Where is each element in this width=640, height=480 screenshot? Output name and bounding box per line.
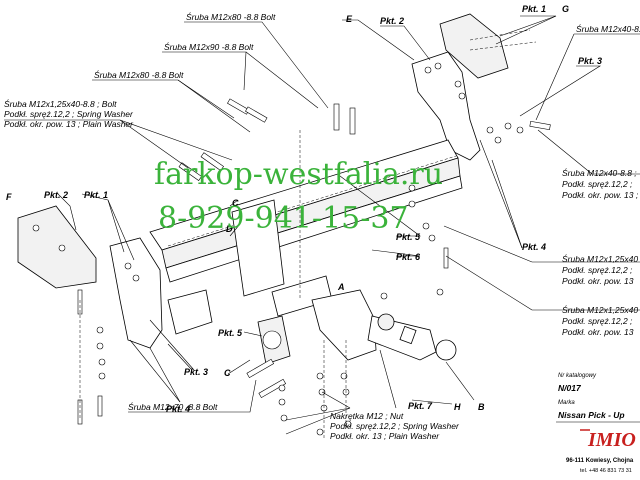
pkt7: Pkt. 7 bbox=[408, 401, 433, 411]
pkt5-mid: Pkt. 5 bbox=[396, 232, 421, 242]
label-bolt-right2-1: Śruba M12x1,25x40 bbox=[562, 253, 638, 264]
pkt3-left: Pkt. 3 bbox=[184, 367, 208, 377]
label-bolt-left-3: Podkł. okr. pow. 13 ; Plain Washer bbox=[4, 119, 134, 129]
socket-plate bbox=[257, 315, 291, 365]
letter-a: A bbox=[337, 282, 345, 292]
label-bolt-right3-1: Śruba M12x1,25x40 bbox=[562, 304, 638, 315]
catalog-number: N/017 bbox=[558, 383, 582, 393]
title-block: Nr katalogowy N/017 Marka Nissan Pick - … bbox=[556, 373, 640, 474]
label-nut: Nakrętka M12 ; Nut bbox=[330, 411, 404, 421]
label-bolt-right1-1: Śruba M12x40-8.8 ; bbox=[562, 167, 637, 178]
letter-c-top: C bbox=[232, 198, 239, 208]
label-bolt-right1-2: Podkł. spręż.12,2 ; bbox=[562, 179, 633, 189]
ball-mount bbox=[311, 289, 457, 361]
pkt4-right: Pkt. 4 bbox=[522, 242, 546, 252]
label-bolt-right3-3: Podkł. okr. pow. 13 bbox=[562, 327, 634, 337]
label-bolt-right2-2: Podkł. spręż.12,2 ; bbox=[562, 265, 633, 275]
label-nut-plain-washer: Podkł. okr. 13 ; Plain Washer bbox=[330, 431, 440, 441]
watermark-phone: 8-929-941-15-37 bbox=[158, 201, 409, 236]
watermark: farkop-westfalia.ru 8-929-941-15-37 bbox=[154, 157, 443, 236]
letter-g: G bbox=[562, 4, 569, 14]
label-bolt-right2-3: Podkł. okr. pow. 13 bbox=[562, 276, 634, 286]
label-nut-spring-washer: Podkł. spręż.12,2 ; Spring Washer bbox=[330, 421, 460, 431]
brand-label: Marka bbox=[558, 400, 575, 406]
part-labels: Śruba M12x80 -8.8 Bolt Śruba M12x90 -8.8… bbox=[4, 11, 640, 441]
catalog-number-label: Nr katalogowy bbox=[558, 373, 597, 379]
pkt2-top: Pkt. 2 bbox=[380, 16, 404, 26]
imio-logo: IMIO bbox=[587, 429, 636, 451]
label-bolt-top-right: Śruba M12x40-8. bbox=[576, 23, 640, 34]
label-bolt-right1-3: Podkł. okr. pow. 13 ; Plai bbox=[562, 190, 640, 200]
company-address: 96-111 Kowiesy, Chojna bbox=[566, 458, 634, 464]
letter-d: D bbox=[226, 224, 233, 234]
pkt3-right: Pkt. 3 bbox=[578, 56, 602, 66]
label-bolt-left-1: Śruba M12x1,25x40-8.8 ; Bolt bbox=[4, 98, 117, 109]
label-bolt-left-2: Podkł. spręż.12,2 ; Spring Washer bbox=[4, 109, 134, 119]
label-bolt-m12x80-left: Śruba M12x80 -8.8 Bolt bbox=[94, 69, 184, 80]
pkt2-left: Pkt. 2 bbox=[44, 190, 68, 200]
label-bolt-m12x90: Śruba M12x90 -8.8 Bolt bbox=[164, 41, 254, 52]
pkt1-left: Pkt. 1 bbox=[84, 190, 108, 200]
pkt6-mid: Pkt. 6 bbox=[396, 252, 421, 262]
bracket-e bbox=[411, 13, 537, 161]
watermark-site: farkop-westfalia.ru bbox=[154, 157, 443, 192]
pkt5-low: Pkt. 5 bbox=[218, 328, 243, 338]
hardware-set bbox=[77, 98, 551, 440]
letter-h: H bbox=[454, 402, 461, 412]
company-phone: tel. +48 46 831 73 31 bbox=[580, 468, 632, 474]
letter-e: E bbox=[346, 14, 353, 24]
letter-c-low: C bbox=[224, 368, 231, 378]
label-bolt-m12x80-top: Śruba M12x80 -8.8 Bolt bbox=[186, 11, 276, 22]
letter-b: B bbox=[478, 402, 485, 412]
letter-f: F bbox=[6, 192, 12, 202]
bracket-f bbox=[17, 205, 213, 349]
part-letters: E G F C D A C H B bbox=[6, 4, 569, 412]
brand-value: Nissan Pick - Up bbox=[558, 410, 625, 420]
leader-lines bbox=[4, 15, 640, 435]
pkt1-top: Pkt. 1 bbox=[522, 4, 546, 14]
label-bolt-right3-2: Podkł. spręż.12,2 ; bbox=[562, 316, 633, 326]
pkt4-left: Pkt. 4 bbox=[166, 404, 190, 414]
label-bolt-m12x70: Śruba M12x70 -8.8 Bolt bbox=[128, 401, 218, 412]
point-labels: Pkt. 1 Pkt. 2 Pkt. 3 Pkt. 4 Pkt. 2 Pkt. … bbox=[44, 4, 602, 414]
